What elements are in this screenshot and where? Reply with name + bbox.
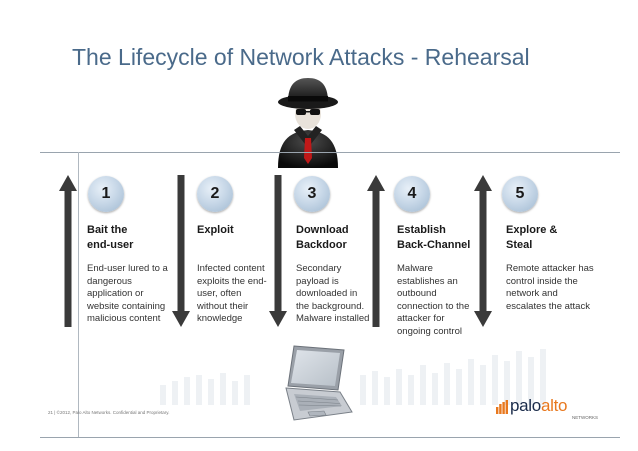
stage-1-arrow-up (59, 175, 77, 327)
slide-title: The Lifecycle of Network Attacks - Rehea… (72, 44, 530, 70)
stage-2-title: Exploit (197, 224, 234, 236)
stage-5-description: Remote attacker has control inside the n… (506, 263, 594, 312)
stage-1-title: Bait the end-user (87, 224, 134, 251)
hacker-icon (278, 78, 338, 168)
stage-3-description: Secondary payload is downloaded in the b… (296, 263, 370, 324)
stage-3-arrow-down (269, 175, 287, 327)
stage-1-number: 1 (88, 176, 124, 212)
stage-4-arrow-up (367, 175, 385, 327)
stage-2-number: 2 (197, 176, 233, 212)
stage-4-description: Malware establishes an outbound connecti… (397, 263, 470, 337)
paloalto-logo: paloalto NETWORKS (496, 396, 598, 420)
logo-text-accent: alto (540, 396, 568, 415)
divider-line-vertical (78, 152, 79, 437)
stage-2-arrow-down (172, 175, 190, 327)
signal-bars-decoration (160, 349, 546, 405)
stage-5-number: 5 (502, 176, 538, 212)
stage-2-description: Infected content exploits the end- user,… (197, 263, 267, 324)
stage-3-number: 3 (294, 176, 330, 212)
stage-4-number: 4 (394, 176, 430, 212)
laptop-icon (285, 345, 353, 421)
stage-4-title: Establish Back-Channel (397, 224, 471, 251)
divider-line-bottom (40, 437, 620, 438)
logo-subtext: NETWORKS (572, 415, 599, 420)
divider-line-top (40, 152, 620, 153)
logo-text-main: palo (510, 396, 541, 415)
stage-5-title: Explore & Steal (506, 224, 558, 251)
stage-3-title: Download Backdoor (296, 224, 349, 251)
stage-1-description: End-user lured to a dangerous applicatio… (87, 263, 168, 324)
stage-5-arrow-both (474, 175, 492, 327)
logo-text: paloalto (510, 396, 567, 415)
logo-bars-icon (496, 400, 508, 414)
footer-copyright: 21 | ©2012, Palo Alto Networks. Confiden… (48, 410, 170, 415)
